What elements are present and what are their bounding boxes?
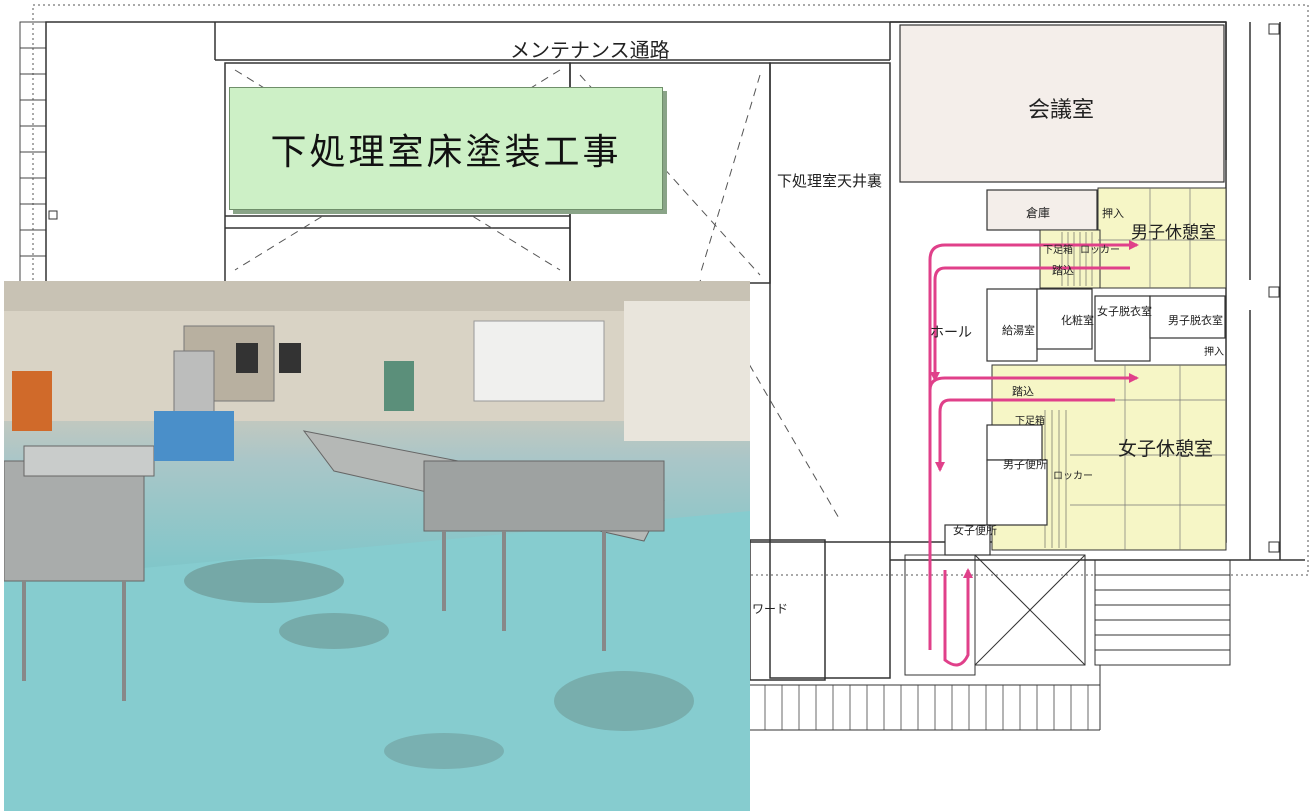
title-text: 下処理室床塗装工事: [270, 131, 622, 173]
storage-room: [986, 189, 1098, 231]
label-partial-ward: ワード: [752, 602, 789, 616]
arrow-2: [930, 266, 1130, 382]
arrow-5: [943, 568, 973, 667]
bottom-stairs: [750, 554, 1231, 731]
bottom-ladder: [764, 685, 1089, 730]
label-hall: ホール: [930, 325, 972, 341]
label-locker-top: ロッカー: [1080, 245, 1120, 256]
kitchen-floor-photo: [4, 281, 750, 811]
conference-room: [899, 24, 1225, 183]
label-shoe-box-top: 下足箱: [1043, 245, 1073, 256]
arrow-4: [935, 398, 1115, 472]
label-mens-changing: 男子脱衣室: [1168, 314, 1223, 327]
label-kitchenette: 給湯室: [1002, 324, 1035, 337]
label-womens-toilet: 女子便所: [953, 524, 997, 537]
label-powder-room: 化粧室: [1061, 314, 1094, 327]
arrow-3: [928, 373, 1139, 391]
label-womens-rest-room: 女子休憩室: [1118, 438, 1214, 460]
label-mens-rest-room: 男子休憩室: [1131, 223, 1216, 243]
label-womens-changing: 女子脱衣室: [1097, 305, 1152, 318]
label-closet-top: 押入: [1102, 207, 1124, 220]
label-shoe-box-mid: 下足箱: [1015, 416, 1045, 427]
circulation-arrows: [928, 240, 1139, 667]
label-mens-toilet: 男子便所: [1003, 458, 1047, 471]
service-rooms: [944, 288, 1226, 556]
label-closet-mid: 押入: [1204, 347, 1224, 358]
label-step-top: 踏込: [1052, 264, 1074, 277]
label-ceiling-space: 下処理室天井裏: [777, 172, 883, 190]
arrow-1: [928, 240, 1139, 650]
label-storage: 倉庫: [1026, 206, 1051, 220]
label-maintenance-passage: メンテナンス通路: [510, 38, 670, 62]
title-box: 下処理室床塗装工事: [229, 87, 663, 210]
label-locker-mid: ロッカー: [1053, 471, 1093, 482]
label-conference-room: 会議室: [1028, 98, 1095, 123]
label-step-mid: 踏込: [1012, 385, 1034, 398]
